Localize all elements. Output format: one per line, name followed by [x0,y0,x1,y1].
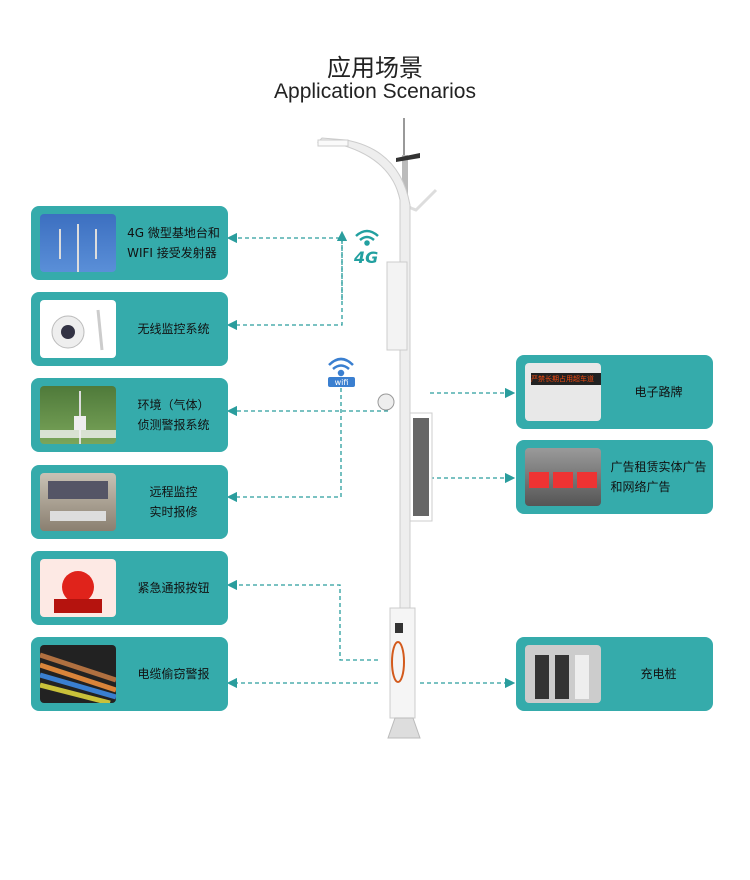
card-label: 4G 微型基地台和 [127,226,220,240]
ad-trucks-image [525,448,601,506]
card-remote-monitoring: 远程监控实时报修 [31,465,228,539]
card-emergency-button: 紧急通报按钮 [31,551,228,625]
card-label: 无线监控系统 [137,322,210,336]
wifi-label: wifi [335,378,349,387]
card-label: 和网络广告 [610,480,671,494]
led-sign-image: 严禁长期占用超车道 [525,363,601,421]
wifi-icon [328,357,354,377]
control-room-image [40,473,116,531]
connector-emergency [226,579,378,661]
sign-text: 严禁长期占用超车道 [531,373,601,385]
card-electronic-sign: 严禁长期占用超车道 电子路牌 [516,355,713,429]
card-charging-station: 充电桩 [516,637,713,711]
card-advertising: 广告租赁实体广告和网络广告 [516,440,713,514]
card-label: 实时报修 [149,505,198,519]
connector-remote [226,388,342,503]
card-label: 充电桩 [640,667,677,681]
card-cable-theft-alarm: 电缆偷窃警报 [31,637,228,711]
card-label: 广告租赁实体广告 [610,460,707,474]
card-wireless-monitoring: 无线监控系统 [31,292,228,366]
charging-station-image [525,645,601,703]
emergency-button-image [40,559,116,617]
cell-tower-image [40,214,116,272]
connector-camera [226,238,343,331]
smart-pole [316,118,438,739]
page-title: 应用场景 [327,54,423,82]
card-4g-base-station: 4G 微型基地台和 WIFI 接受发射器 [31,206,228,280]
card-label: 远程监控 [149,485,198,499]
weather-station-image [40,386,116,444]
card-label: 电缆偷窃警报 [137,667,210,681]
card-label: 紧急通报按钮 [137,581,210,595]
card-environment-detection: 环境（气体） 侦测警报系统 [31,378,228,452]
page-subtitle: Application Scenarios [274,80,476,103]
wireless-camera-image [40,300,116,358]
4g-signal-icon [355,229,379,246]
card-label: 侦测警报系统 [137,418,210,432]
card-label: 电子路牌 [634,385,683,399]
4g-label: 4G [353,248,378,267]
cables-image [40,645,116,703]
card-label: 环境（气体） [137,398,210,412]
card-label: WIFI 接受发射器 [127,246,217,260]
